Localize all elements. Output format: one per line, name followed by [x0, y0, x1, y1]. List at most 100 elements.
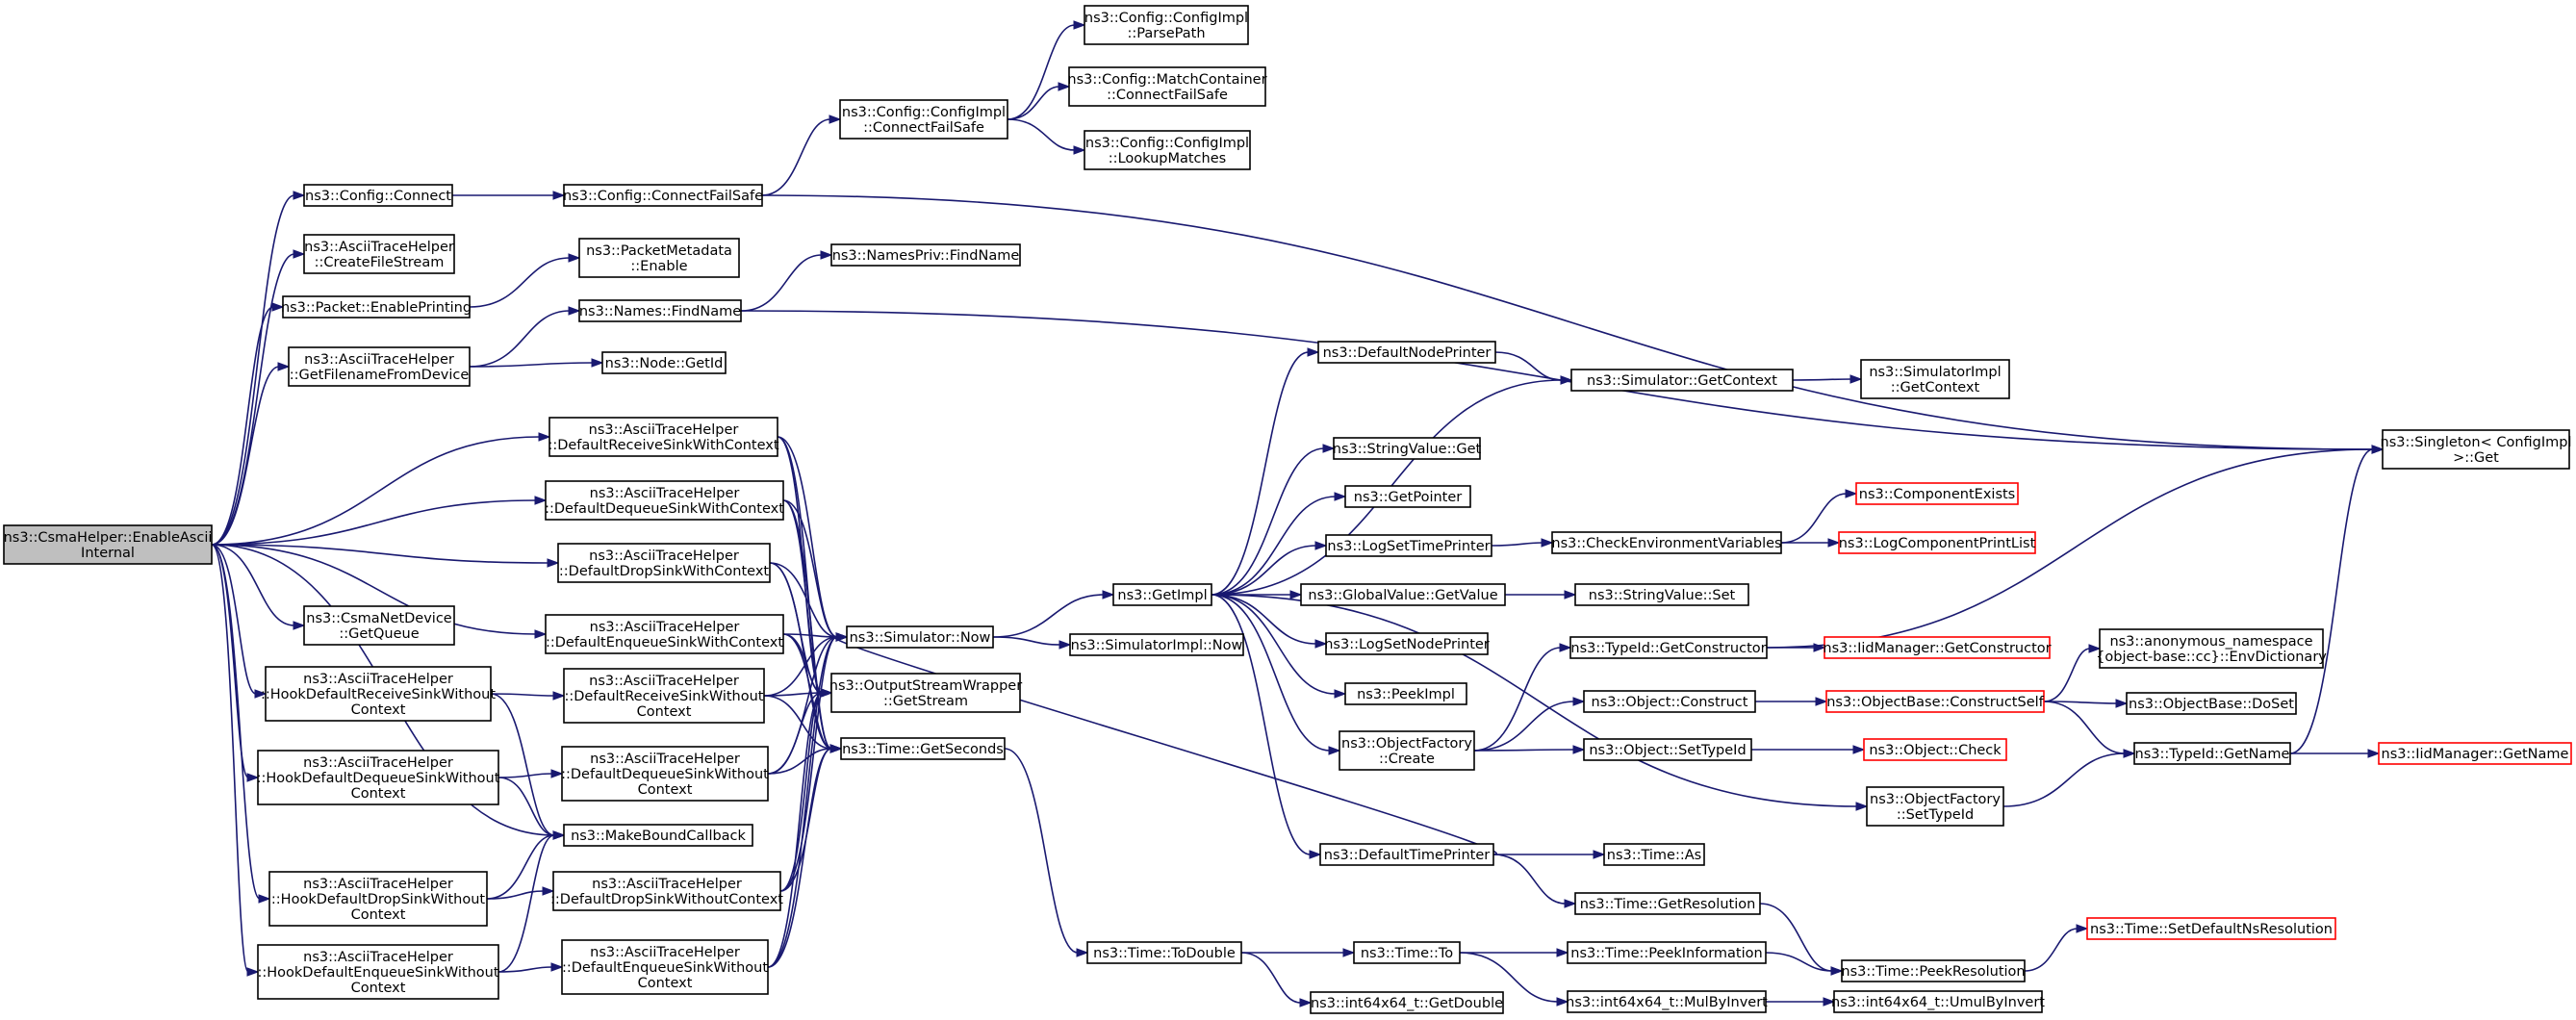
node-label: ::ConnectFailSafe — [1107, 88, 1228, 103]
node-time-as[interactable]: ns3::Time::As — [1603, 843, 1705, 866]
node-osw-get-stream[interactable]: ns3::OutputStreamWrapper::GetStream — [829, 673, 1022, 713]
node-def-drop-ctx[interactable]: ns3::AsciiTraceHelper::DefaultDropSinkWi… — [557, 543, 771, 583]
arrowhead-icon — [246, 773, 260, 782]
node-label: ns3::GetPointer — [1354, 490, 1463, 505]
node-i64-mul-by-inv[interactable]: ns3::int64x64_t::MulByInvert — [1566, 990, 1768, 1013]
node-label: ns3::AsciiTraceHelper — [303, 950, 453, 965]
node-names-priv-find[interactable]: ns3::NamesPriv::FindName — [830, 243, 1021, 267]
node-log-set-time-printer[interactable]: ns3::LogSetTimePrinter — [1325, 534, 1492, 557]
node-obj-base-do-set[interactable]: ns3::ObjectBase::DoSet — [2126, 692, 2297, 715]
node-get-filename[interactable]: ns3::AsciiTraceHelper::GetFilenameFromDe… — [288, 346, 471, 387]
node-def-deq-ctx[interactable]: ns3::AsciiTraceHelper::DefaultDequeueSin… — [545, 480, 784, 521]
node-box — [840, 737, 1006, 760]
node-hook-deq[interactable]: ns3::AsciiTraceHelper::HookDefaultDequeu… — [257, 750, 500, 805]
call-edge — [1241, 948, 1356, 957]
edge-line — [2024, 928, 2079, 972]
node-time-peek-info[interactable]: ns3::Time::PeekInformation — [1567, 941, 1767, 964]
arrowhead-icon — [552, 191, 566, 200]
node-check-env-vars[interactable]: ns3::CheckEnvironmentVariables — [1551, 531, 1782, 554]
node-time-peek-res[interactable]: ns3::Time::PeekResolution — [1841, 959, 2026, 982]
node-obj-check[interactable]: ns3::Object::Check — [1863, 738, 2007, 761]
node-csma-get-queue[interactable]: ns3::CsmaNetDevice::GetQueue — [303, 605, 455, 646]
node-str-val-get[interactable]: ns3::StringValue::Get — [1333, 437, 1482, 460]
node-label: ns3::AsciiTraceHelper — [590, 486, 740, 501]
node-def-deq-no-ctx[interactable]: ns3::AsciiTraceHelper::DefaultDequeueSin… — [561, 746, 769, 802]
arrowhead-icon — [2076, 924, 2089, 933]
node-hook-recv[interactable]: ns3::AsciiTraceHelper::HookDefaultReceiv… — [261, 666, 496, 722]
edge-line — [211, 544, 261, 900]
node-log-set-node-printer[interactable]: ns3::LogSetNodePrinter — [1324, 632, 1490, 655]
node-cfg-connect[interactable]: ns3::Config::Connect — [303, 184, 453, 207]
node-def-recv-no-ctx[interactable]: ns3::AsciiTraceHelper::DefaultReceiveSin… — [563, 668, 765, 724]
node-def-enq-no-ctx[interactable]: ns3::AsciiTraceHelper::DefaultEnqueueSin… — [561, 939, 769, 995]
node-comp-exists[interactable]: ns3::ComponentExists — [1855, 482, 2019, 505]
node-cfg-connect-f-s[interactable]: ns3::Config::ConnectFailSafe — [563, 184, 763, 207]
arrowhead-icon — [820, 250, 833, 260]
node-def-time-printer[interactable]: ns3::DefaultTimePrinter — [1319, 843, 1494, 866]
node-time-to-double[interactable]: ns3::Time::ToDouble — [1086, 941, 1242, 964]
call-edge — [1473, 745, 1586, 754]
node-sim-now[interactable]: ns3::Simulator::Now — [846, 625, 994, 649]
node-type-id-get-ctor[interactable]: ns3::TypeId::GetConstructor — [1569, 636, 1768, 659]
node-time-to[interactable]: ns3::Time::To — [1353, 941, 1461, 964]
node-obj-fact-set-type-id[interactable]: ns3::ObjectFactory::SetTypeId — [1866, 786, 2004, 827]
node-pkt-enable[interactable]: ns3::Packet::EnablePrinting — [281, 295, 472, 319]
node-str-val-set[interactable]: ns3::StringValue::Set — [1574, 583, 1749, 606]
node-hook-enq[interactable]: ns3::AsciiTraceHelper::HookDefaultEnqueu… — [257, 944, 499, 1000]
node-env-dictionary[interactable]: ns3::anonymous_namespace{object-base::cc… — [2096, 628, 2327, 669]
arrowhead-icon — [1073, 145, 1086, 155]
node-def-drop-no-ctx[interactable]: ns3::AsciiTraceHelper::DefaultDropSinkWi… — [550, 871, 783, 911]
arrowhead-icon — [829, 744, 843, 753]
edge-line — [1211, 496, 1337, 596]
node-gv-get-value[interactable]: ns3::GlobalValue::GetValue — [1300, 583, 1506, 606]
node-time-get-seconds[interactable]: ns3::Time::GetSeconds — [840, 737, 1006, 760]
node-time-get-res[interactable]: ns3::Time::GetResolution — [1574, 892, 1761, 915]
edge-line — [469, 310, 571, 368]
node-create-file[interactable]: ns3::AsciiTraceHelper::CreateFileStream — [303, 234, 455, 274]
node-sim-get-context[interactable]: ns3::Simulator::GetContext — [1570, 369, 1794, 392]
edge-line — [1780, 493, 1848, 544]
node-singleton-get[interactable]: ns3::Singleton< ConfigImpl>::Get — [2381, 429, 2572, 470]
node-obj-fact-create[interactable]: ns3::ObjectFactory::Create — [1339, 730, 1475, 771]
node-type-id-get-name[interactable]: ns3::TypeId::GetName — [2133, 742, 2291, 765]
node-iid-mgr-get-ctor[interactable]: ns3::IidManager::GetConstructor — [1823, 636, 2052, 659]
node-iid-mgr-get-name[interactable]: ns3::IidManager::GetName — [2378, 742, 2572, 765]
node-def-node-printer[interactable]: ns3::DefaultNodePrinter — [1317, 341, 1496, 364]
call-edge — [1211, 594, 1869, 811]
node-get-pointer[interactable]: ns3::GetPointer — [1344, 485, 1471, 508]
node-box — [563, 668, 765, 724]
node-names-find[interactable]: ns3::Names::FindName — [578, 299, 742, 322]
node-obj-base-construct-self[interactable]: ns3::ObjectBase::ConstructSelf — [1825, 690, 2045, 713]
node-label: ns3::Time::GetResolution — [1580, 897, 1756, 912]
node-cfg-lookup[interactable]: ns3::Config::ConfigImpl::LookupMatches — [1084, 130, 1251, 170]
node-i64-umul-by-inv[interactable]: ns3::int64x64_t::UmulByInvert — [1831, 990, 2045, 1013]
node-i64-get-double[interactable]: ns3::int64x64_t::GetDouble — [1310, 991, 1504, 1014]
node-cfg-match-conn-f-s[interactable]: ns3::Config::MatchContainer::ConnectFail… — [1067, 66, 1267, 107]
arrowhead-icon — [1322, 444, 1336, 453]
node-get-impl[interactable]: ns3::GetImpl — [1112, 583, 1212, 606]
node-sim-impl-get-ctx[interactable]: ns3::SimulatorImpl::GetContext — [1860, 359, 2010, 399]
call-edge — [1211, 594, 1341, 755]
node-box — [557, 543, 771, 583]
node-node-get-id[interactable]: ns3::Node::GetId — [601, 351, 727, 374]
node-cfg-impl-connect-f-s[interactable]: ns3::Config::ConfigImpl::ConnectFailSafe — [839, 99, 1008, 140]
node-obj-set-type-id[interactable]: ns3::Object::SetTypeId — [1583, 738, 1752, 761]
node-hook-drop[interactable]: ns3::AsciiTraceHelper::HookDefaultDropSi… — [268, 871, 488, 927]
node-label: ns3::int64x64_t::UmulByInvert — [1831, 995, 2045, 1010]
node-def-recv-ctx[interactable]: ns3::AsciiTraceHelper::DefaultReceiveSin… — [548, 417, 779, 457]
node-box — [830, 243, 1021, 267]
node-def-enq-ctx[interactable]: ns3::AsciiTraceHelper::DefaultEnqueueSin… — [545, 614, 784, 654]
node-make-bound[interactable]: ns3::MakeBoundCallback — [563, 824, 753, 847]
arrowhead-icon — [1299, 998, 1313, 1007]
node-peek-impl[interactable]: ns3::PeekImpl — [1344, 682, 1467, 705]
node-box — [303, 184, 453, 207]
node-time-set-default-ns[interactable]: ns3::Time::SetDefaultNsResolution — [2086, 917, 2336, 940]
node-log-comp-print-list[interactable]: ns3::LogComponentPrintList — [1838, 531, 2036, 554]
node-label: ns3::ObjectBase::ConstructSelf — [1826, 695, 2044, 710]
node-sim-impl-now[interactable]: ns3::SimulatorImpl::Now — [1069, 633, 1244, 656]
node-pkt-meta-enable[interactable]: ns3::PacketMetadata::Enable — [578, 238, 740, 278]
node-box — [563, 184, 763, 207]
node-obj-construct[interactable]: ns3::Object::Construct — [1583, 690, 1756, 713]
node-cfg-parse-path[interactable]: ns3::Config::ConfigImpl::ParsePath — [1084, 5, 1249, 45]
